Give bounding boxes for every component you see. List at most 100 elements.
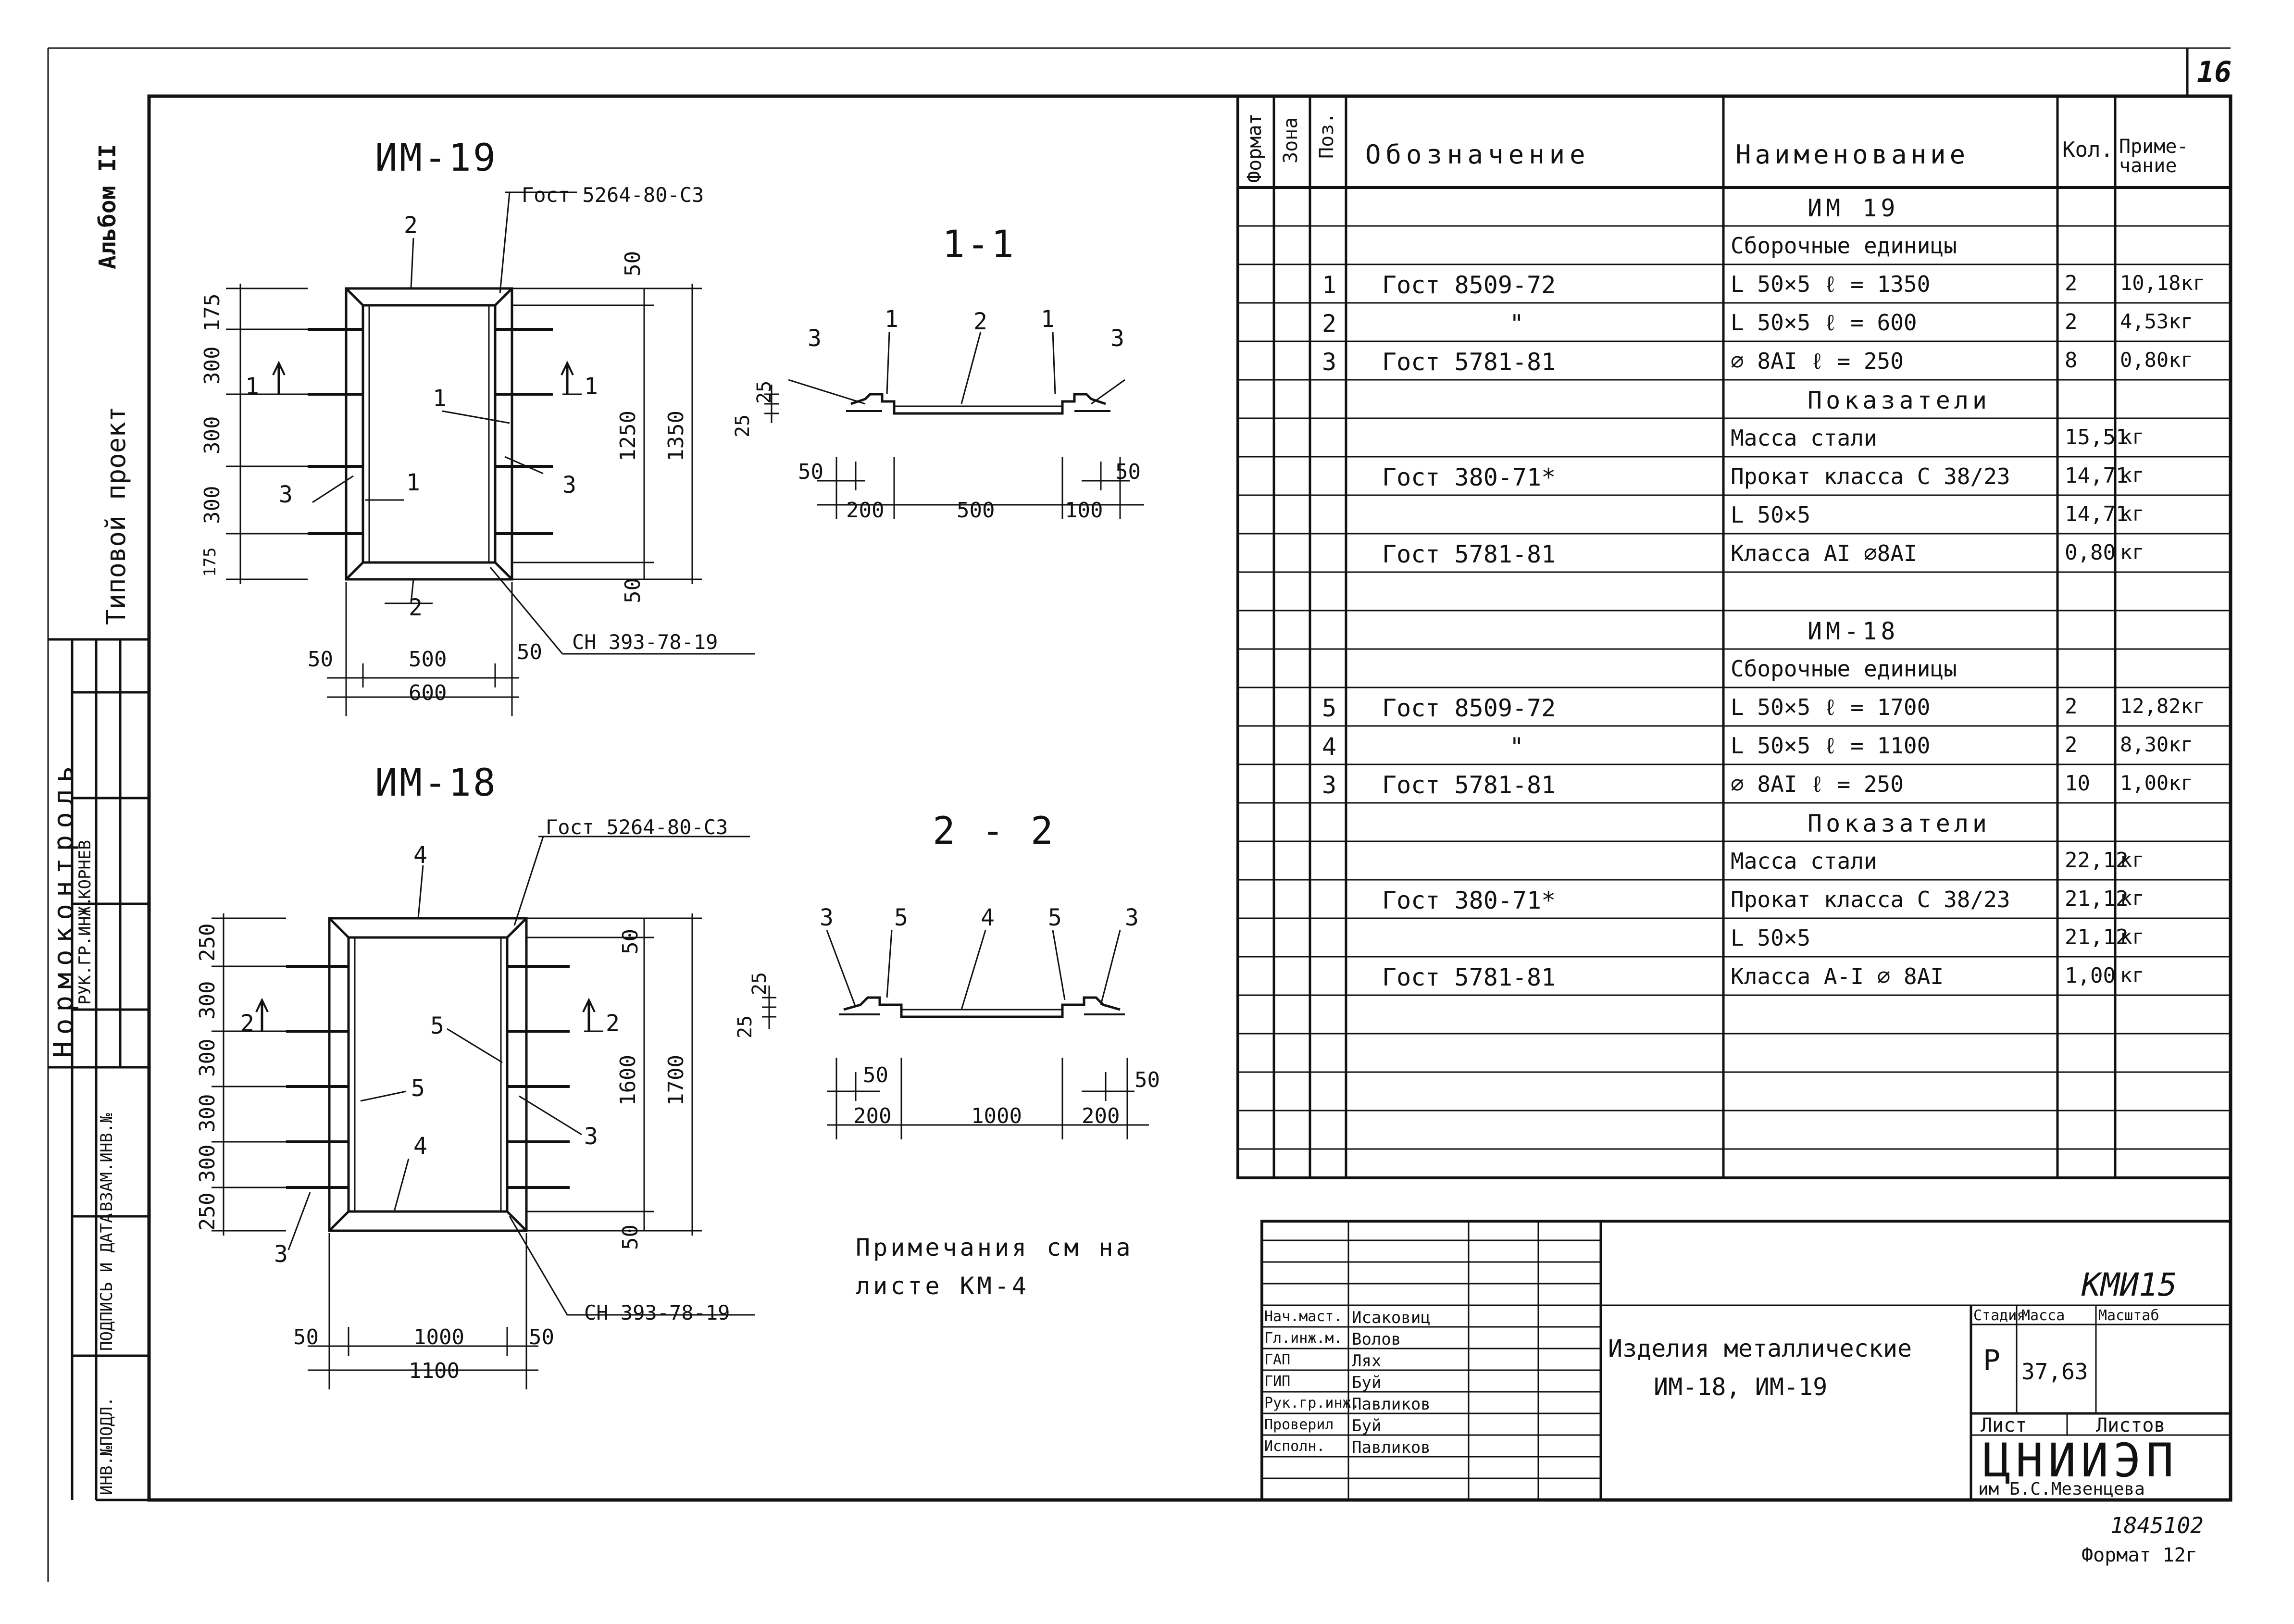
row-pos: 1 xyxy=(1322,271,1337,299)
im18-dim-b-l: 50 xyxy=(293,1325,319,1349)
row-qty: 8 xyxy=(2065,348,2078,373)
row-pos: 3 xyxy=(1322,771,1337,799)
row-note: кг xyxy=(2120,540,2144,564)
row-pos: 3 xyxy=(1322,348,1337,376)
s1-pos1-r: 1 xyxy=(1041,306,1055,333)
row-note: 1,00кг xyxy=(2120,771,2193,795)
format-label: Формат 12г xyxy=(2082,1544,2197,1566)
mass-value: 37,63 xyxy=(2021,1359,2088,1385)
im18-dim-r-outer: 1700 xyxy=(664,1055,688,1106)
row-qty: 21,12 xyxy=(2065,925,2129,949)
s1-r50: 50 xyxy=(1115,460,1141,484)
im18-pos4-b: 4 xyxy=(413,1133,427,1160)
section-2-2-title: 2 - 2 xyxy=(933,810,1055,853)
row-name: Класса А-I ∅ 8АI xyxy=(1731,963,1944,989)
tb-role: ГИП xyxy=(1264,1373,1291,1390)
tb-person: Павликов xyxy=(1352,1438,1431,1457)
row-name: Масса стали xyxy=(1731,425,1877,451)
row-designation: Гост 5781-81 xyxy=(1382,963,1556,991)
im19-pos2-top: 2 xyxy=(404,212,418,239)
stage-value: Р xyxy=(1983,1344,2001,1377)
im19-dim-r-top: 50 xyxy=(621,251,645,276)
s1-pos1-l: 1 xyxy=(885,306,898,333)
s2-d200a: 200 xyxy=(853,1104,892,1128)
im19-dim-l-3: 300 xyxy=(200,486,224,524)
tb-role: Рук.гр.инж. xyxy=(1264,1395,1360,1412)
s2-d200b: 200 xyxy=(1082,1104,1120,1128)
row-note: 12,82кг xyxy=(2120,694,2206,718)
scale-label: Масштаб xyxy=(2098,1307,2159,1324)
row-designation: " xyxy=(1509,310,1524,337)
s2-pos3-r: 3 xyxy=(1125,904,1139,931)
row-qty: 10 xyxy=(2065,771,2090,796)
col-qty-header: Кол. xyxy=(2062,137,2113,162)
row-note: кг xyxy=(2120,887,2144,910)
row-note: 10,18кг xyxy=(2120,271,2206,295)
row-designation: Гост 8509-72 xyxy=(1382,271,1556,299)
row-name: ∅ 8АI ℓ = 250 xyxy=(1731,771,1904,797)
im18-dim-l-0: 250 xyxy=(195,923,220,962)
drawing-note-line2: листе КМ-4 xyxy=(856,1272,1030,1300)
doc-title-line1: Изделия металлические xyxy=(1608,1335,1912,1362)
im18-arrow-l: 2 xyxy=(240,1010,254,1037)
row-name: L 50×5 ℓ = 1700 xyxy=(1731,694,1931,720)
row-pos: 5 xyxy=(1322,694,1337,722)
im18-gost-top: Гост 5264-80-С3 xyxy=(546,815,728,839)
album-label: Альбом II xyxy=(94,144,121,269)
row-note: кг xyxy=(2120,502,2144,525)
row-qty: 2 xyxy=(2065,733,2078,757)
im18-pos3-r: 3 xyxy=(584,1123,598,1150)
im19-title: ИМ-19 xyxy=(375,137,498,180)
tb-person: Буй xyxy=(1352,1416,1382,1436)
row-name: L 50×5 ℓ = 1350 xyxy=(1731,271,1931,297)
im18-pos5-b: 5 xyxy=(411,1075,425,1102)
tb-person: Павликов xyxy=(1352,1395,1431,1414)
row-name: Сборочные единицы xyxy=(1731,656,1957,682)
row-note: кг xyxy=(2120,963,2144,987)
row-name: ИМ 19 xyxy=(1808,194,1899,222)
im19-dim-b-m: 500 xyxy=(409,647,447,672)
im19-pos2-bot: 2 xyxy=(409,594,423,621)
row-note: кг xyxy=(2120,425,2144,449)
s2-pos5-r: 5 xyxy=(1048,904,1062,931)
im18-dim-b-r: 50 xyxy=(529,1325,554,1349)
im18-arrow-r: 2 xyxy=(606,1010,620,1037)
inv-number: 1845102 xyxy=(2110,1512,2204,1538)
im19-dim-r-bottom: 50 xyxy=(621,578,645,603)
s2-d25b: 25 xyxy=(748,972,771,995)
col-format-header: Формат xyxy=(1244,113,1266,183)
s1-pos2: 2 xyxy=(973,308,987,335)
s2-r50: 50 xyxy=(1135,1068,1160,1092)
row-note: 8,30кг xyxy=(2120,733,2193,756)
tb-role: ГАП xyxy=(1264,1351,1291,1368)
col-designation-header: Обозначение xyxy=(1365,139,1590,170)
s2-pos5-l: 5 xyxy=(894,904,908,931)
im19-dim-l-1: 300 xyxy=(200,346,224,385)
doc-title-line2: ИМ-18, ИМ-19 xyxy=(1654,1373,1828,1401)
col-name-header: Наименование xyxy=(1735,139,1970,170)
row-qty: 21,12 xyxy=(2065,887,2129,911)
tb-role: Исполн. xyxy=(1264,1438,1325,1455)
row-qty: 22,12 xyxy=(2065,848,2129,873)
row-name: ИМ-18 xyxy=(1808,617,1899,645)
row-name: Прокат класса С 38/23 xyxy=(1731,463,2010,489)
col-zone-header: Зона xyxy=(1280,117,1302,163)
im19-sn: СН 393-78-19 xyxy=(572,630,718,654)
col-pos-header: Поз. xyxy=(1316,112,1338,159)
row-name: Сборочные единицы xyxy=(1731,233,1957,259)
normocontrol-label: Нормоконтроль xyxy=(48,759,79,1058)
row-note: кг xyxy=(2120,925,2144,949)
row-note: кг xyxy=(2120,848,2144,872)
im18-dim-l-2: 300 xyxy=(195,1038,220,1077)
row-name: ∅ 8АI ℓ = 250 xyxy=(1731,348,1904,374)
s1-d100: 100 xyxy=(1065,498,1103,523)
row-note: 0,80кг xyxy=(2120,348,2193,372)
podpis-label: ПОДПИСЬ И ДАТА xyxy=(97,1213,116,1351)
inv-podl-label: ИНВ.№ПОДЛ. xyxy=(97,1397,116,1495)
row-name: L 50×5 xyxy=(1731,925,1811,951)
im19-pos1-b: 1 xyxy=(406,469,420,496)
row-qty: 15,51 xyxy=(2065,425,2129,450)
row-designation: " xyxy=(1509,733,1524,761)
section-1-1-title: 1-1 xyxy=(942,223,1016,266)
im18-dim-r-inner: 1600 xyxy=(616,1055,640,1106)
